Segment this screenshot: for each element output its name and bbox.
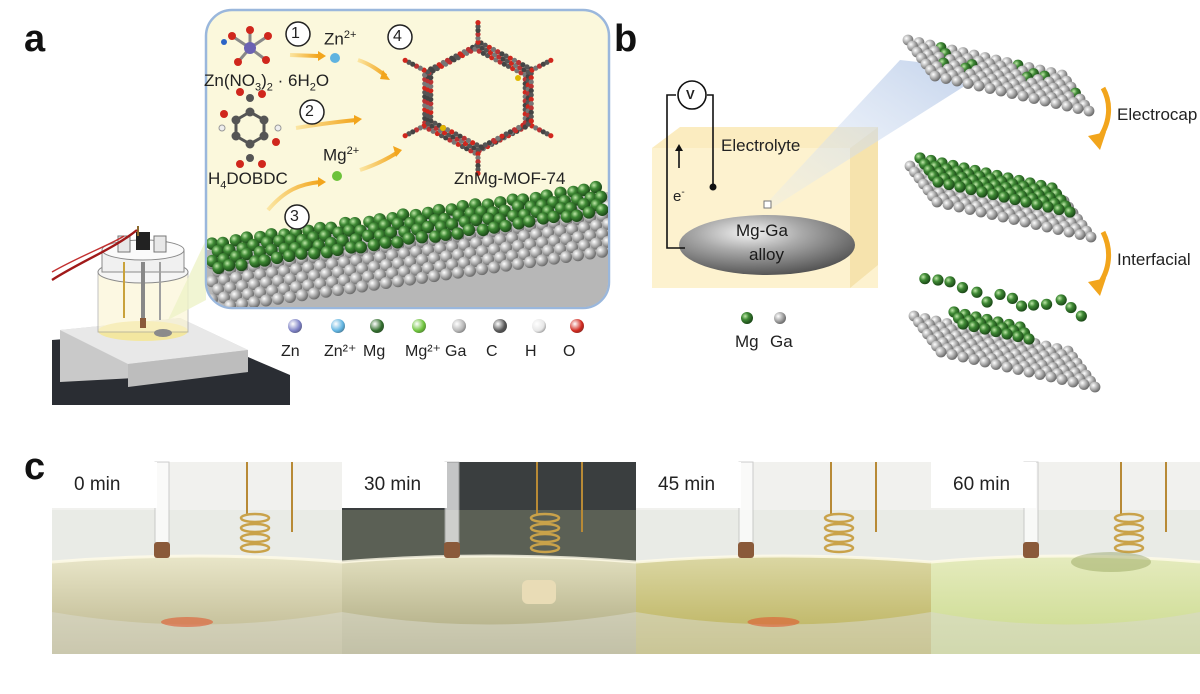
zoom-beam <box>765 60 990 208</box>
linker-label: H4DOBDC <box>208 169 288 192</box>
step-2-label: 2 <box>305 103 314 120</box>
voltmeter-icon <box>677 80 707 110</box>
electrochemical-cell <box>51 226 189 341</box>
zn-ion-sphere <box>330 53 340 63</box>
hotplate <box>52 318 290 405</box>
zoom-cone <box>168 240 206 320</box>
legend-a-label-4: Ga <box>445 343 467 360</box>
voltmeter-label: V <box>686 87 695 102</box>
mg-ga-surface <box>207 180 608 307</box>
mof-74-framework <box>402 20 554 176</box>
legend-a-dot-3 <box>412 319 426 333</box>
zinc-nitrate-label: Zn(NO3)2 · 6H2O <box>204 71 330 94</box>
mg-ion-sphere <box>332 171 342 181</box>
panel-label-a: a <box>24 18 46 60</box>
legend-a-label-3: Mg²⁺ <box>405 343 441 360</box>
alloy-label-line2: alloy <box>749 245 784 264</box>
panel-label-c: c <box>24 446 46 488</box>
process-2-label: Interfacial <box>1117 250 1191 269</box>
step-3-label: 3 <box>290 208 299 225</box>
product-label: ZnMg-MOF-74 <box>454 169 566 188</box>
legend-b-ga-dot <box>774 312 786 324</box>
legend-a-label-6: H <box>525 343 537 360</box>
legend-b-mg-dot <box>741 312 753 324</box>
panel-label-b: b <box>614 18 638 60</box>
legend-a-label-5: C <box>486 343 498 360</box>
legend-b-ga-label: Ga <box>770 332 793 351</box>
time-label-1: 30 min <box>342 462 447 508</box>
electron-label: e- <box>673 187 685 205</box>
slab-stage-1 <box>902 34 1095 117</box>
time-label-0: 0 min <box>52 462 157 508</box>
legend-a-dot-7 <box>570 319 584 333</box>
step-circles <box>284 21 413 230</box>
legend-a-dot-0 <box>288 319 302 333</box>
legend-a-label-0: Zn <box>281 343 300 360</box>
legend-a-dot-2 <box>370 319 384 333</box>
mg-ga-alloy-droplet <box>679 215 855 275</box>
legend-a-label-7: O <box>563 343 576 360</box>
zn-ion-label: Zn2+ <box>324 29 357 49</box>
electrode-tip <box>709 183 717 191</box>
legend-a-dot-5 <box>493 319 507 333</box>
time-label-2: 45 min <box>636 462 741 508</box>
slab-stage-3 <box>908 273 1101 393</box>
zinc-nitrate-molecule <box>221 26 272 66</box>
legend-a-label-1: Zn²⁺ <box>324 343 357 360</box>
step-4-label: 4 <box>393 28 402 45</box>
circuit <box>666 94 714 249</box>
step-1-label: 1 <box>291 25 300 42</box>
zoom-marker <box>763 200 772 209</box>
electrolyte-label: Electrolyte <box>721 136 801 155</box>
legend-a-dot-1 <box>331 319 345 333</box>
legend-a-label-2: Mg <box>363 343 386 360</box>
legend-b-mg-label: Mg <box>735 332 759 351</box>
linker-molecule <box>218 88 282 168</box>
alloy-label-line1: Mg-Ga <box>736 221 788 240</box>
time-label-3: 60 min <box>931 462 1036 508</box>
mg-ion-label: Mg2+ <box>323 145 360 165</box>
process-arrows <box>1088 86 1112 296</box>
legend-a-dot-6 <box>532 319 546 333</box>
slab-stage-2 <box>904 152 1097 243</box>
process-1-label: Electrocap <box>1117 105 1198 124</box>
legend-a-dot-4 <box>452 319 466 333</box>
